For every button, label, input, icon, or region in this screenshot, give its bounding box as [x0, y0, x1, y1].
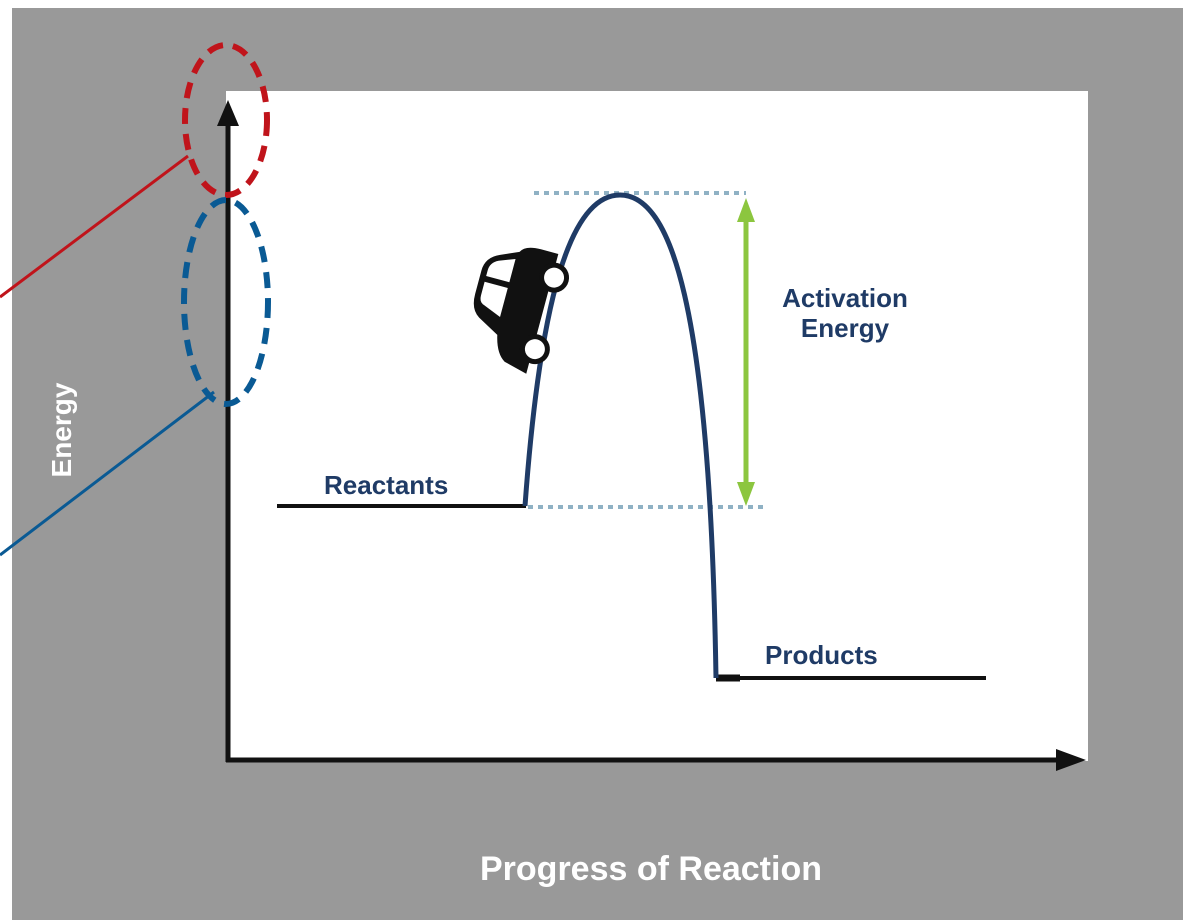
car-icon [473, 247, 570, 374]
x-axis-arrowhead [1056, 749, 1086, 771]
red-leader-line [0, 154, 189, 299]
x-axis-label: Progress of Reaction [480, 850, 822, 888]
products-label: Products [765, 640, 878, 670]
activation-arrowhead-down [737, 482, 755, 506]
activation-energy-label: Activation Energy [770, 283, 920, 343]
reactants-label: Reactants [324, 470, 449, 500]
y-axis-label: Energy [46, 382, 77, 478]
y-axis-arrowhead [217, 100, 239, 126]
activation-label-line2: Energy [800, 313, 890, 343]
blue-highlight-ellipse [181, 197, 271, 407]
red-highlight-ellipse [182, 42, 270, 198]
plot-area [226, 91, 1088, 761]
blue-leader-line [0, 390, 215, 557]
energy-curve [522, 192, 719, 679]
activation-arrowhead-up [737, 198, 755, 222]
activation-label-line1: Activation [782, 283, 908, 313]
